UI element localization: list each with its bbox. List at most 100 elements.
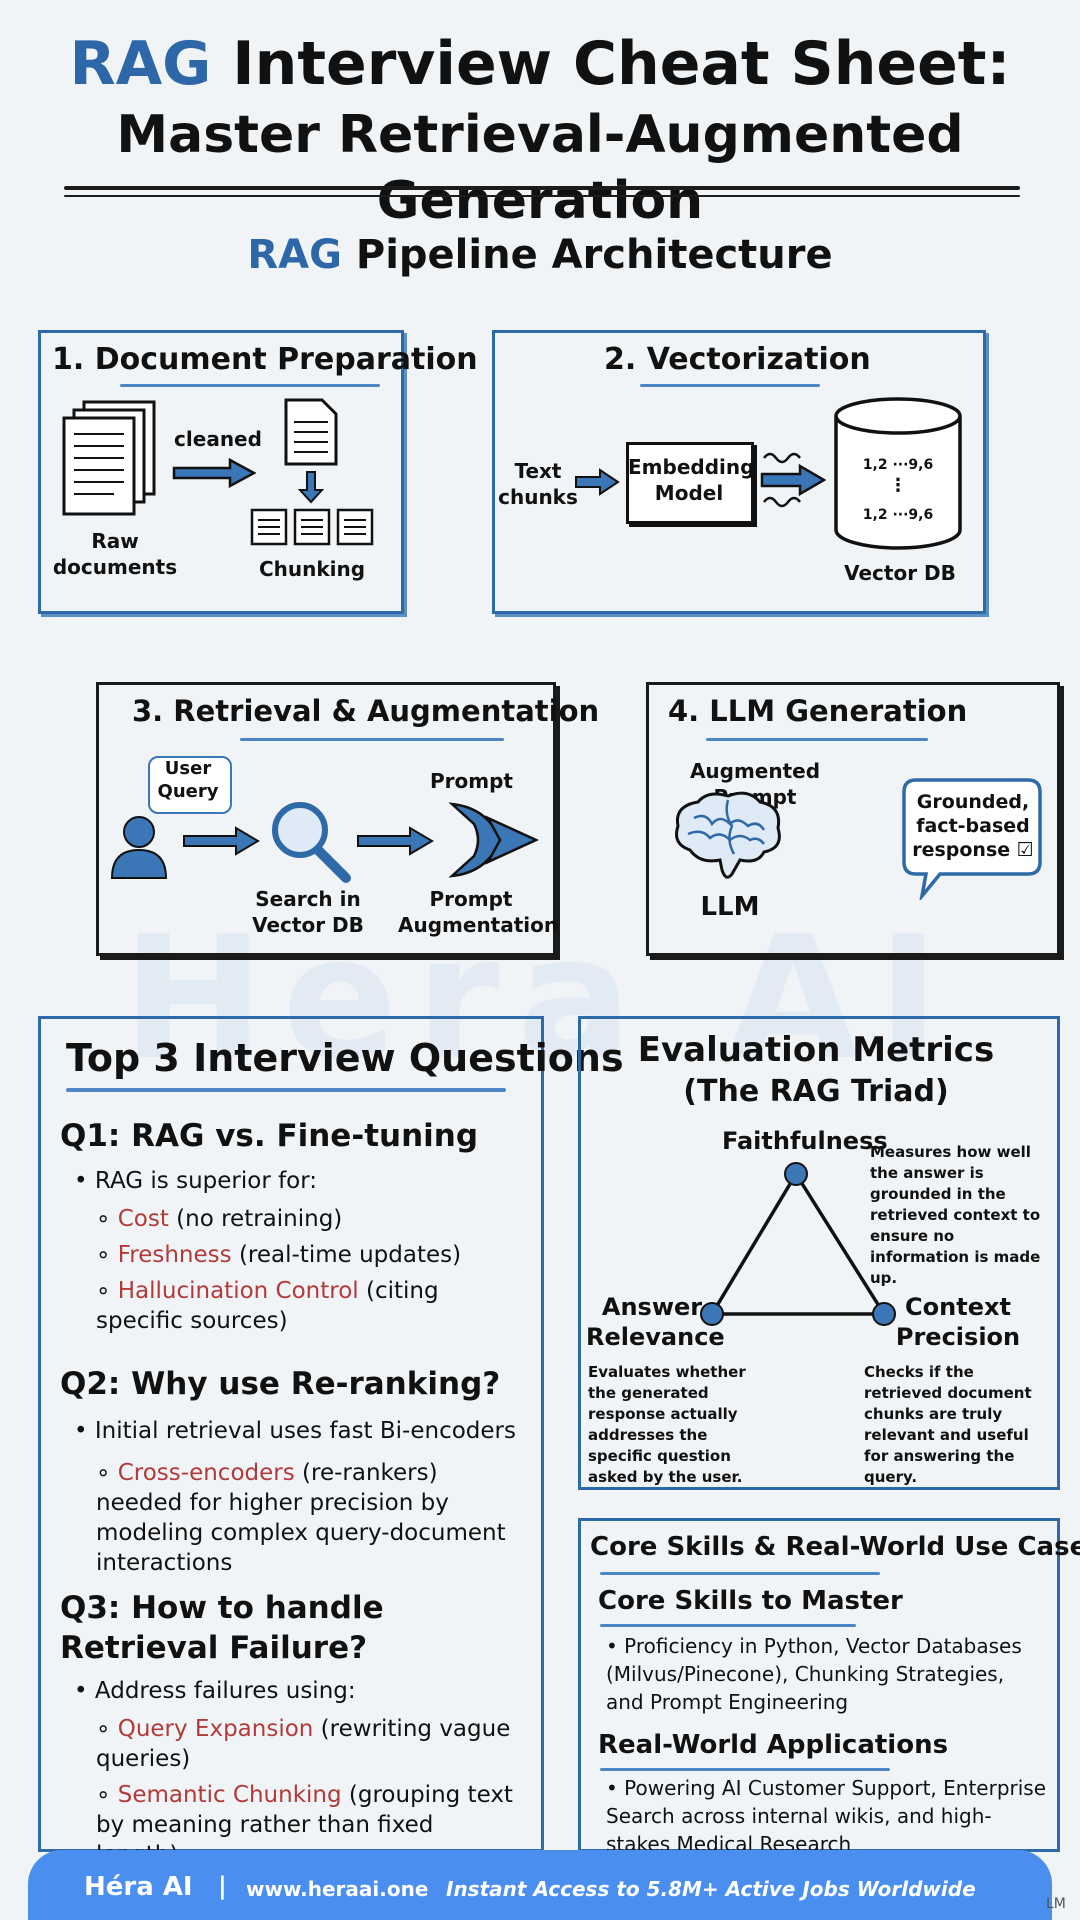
pipeline-heading-text: Pipeline Architecture: [341, 232, 833, 278]
q3-sub-2: ∘ Semantic Chunking (grouping text by me…: [96, 1780, 516, 1870]
raw-documents-label: Raw documents: [52, 529, 178, 579]
q3-bullet-text: Address failures using:: [94, 1678, 356, 1704]
real-world-body: Powering AI Customer Support, Enterprise…: [606, 1776, 1047, 1856]
q1-sub-3-key: Hallucination Control: [117, 1278, 359, 1304]
metrics-title: Evaluation Metrics: [637, 1030, 995, 1070]
q1-sub-3: ∘ Hallucination Control (citing specific…: [96, 1276, 516, 1336]
bullet-dot: •: [606, 1776, 625, 1800]
footer-brand[interactable]: Héra AI: [84, 1872, 193, 1902]
embedding-model-box: [626, 442, 754, 524]
search-icon: [272, 802, 351, 883]
footer-url-link[interactable]: www.heraai.one: [246, 1877, 429, 1901]
real-world-underline: [600, 1768, 890, 1771]
footer-separator: |: [218, 1872, 227, 1900]
questions-title: Top 3 Interview Questions: [66, 1036, 624, 1080]
real-world-text: • Powering AI Customer Support, Enterpri…: [606, 1774, 1046, 1858]
arrow-right-icon: [183, 826, 260, 856]
pipeline-rag-word: RAG: [247, 232, 342, 278]
bullet-dot: •: [74, 1418, 95, 1444]
vector-db-label: Vector DB: [844, 561, 956, 585]
q1-sub-2: ∘ Freshness (real-time updates): [96, 1240, 516, 1270]
core-skills-title: Core Skills to Master: [598, 1586, 903, 1616]
q2-bullet-text: Initial retrieval uses fast Bi-encoders: [94, 1418, 516, 1444]
wave-arrow-icon: [760, 452, 826, 508]
rag-triad-triangle: [700, 1162, 896, 1326]
skills-title: Core Skills & Real-World Use Cases: [590, 1532, 1080, 1562]
q3-title: Q3: How to handle Retrieval Failure?: [60, 1590, 384, 1666]
brain-icon: [675, 791, 781, 879]
step1-underline: [120, 384, 380, 387]
step1-title: 1. Document Preparation: [52, 342, 478, 377]
q1-sub-2-rest: (real-time updates): [231, 1242, 462, 1268]
arrow-down-icon: [298, 471, 324, 504]
circle-bullet: ∘: [96, 1206, 118, 1232]
metrics-subtitle: (The RAG Triad): [683, 1074, 949, 1109]
arrow-right-icon: [357, 826, 434, 856]
circle-bullet: ∘: [96, 1460, 118, 1486]
document-icon: [284, 398, 338, 466]
prompt-augmentation-label: Prompt Augmentation: [398, 887, 559, 937]
questions-underline: [66, 1088, 506, 1092]
q2-bullet: • Initial retrieval uses fast Bi-encoder…: [74, 1416, 516, 1446]
user-icon: [110, 816, 168, 879]
q1-sub-1: ∘ Cost (no retraining): [96, 1204, 516, 1234]
q1-title: Q1: RAG vs. Fine-tuning: [60, 1118, 479, 1154]
search-vector-db-label: Search in Vector DB: [252, 887, 364, 937]
arrow-right-icon: [575, 468, 620, 496]
q3-sub-1-rest: (rewriting vague queries): [96, 1716, 511, 1772]
q1-sub-1-rest: (no retraining): [168, 1206, 343, 1232]
title-line1: Interview Cheat Sheet:: [211, 29, 1011, 99]
q1-sub-3-rest: (citing specific sources): [96, 1278, 439, 1334]
bullet-dot: •: [606, 1634, 625, 1658]
faithfulness-label: Faithfulness: [722, 1127, 888, 1155]
step4-title: 4. LLM Generation: [668, 694, 968, 728]
step4-panel: [646, 682, 1060, 956]
chunks-icon: [250, 508, 374, 546]
circle-bullet: ∘: [96, 1242, 118, 1268]
q2-sub-1: ∘ Cross-encoders (re-rankers) needed for…: [96, 1458, 516, 1578]
grounded-response-label: Grounded, fact-based response ☑: [912, 791, 1034, 861]
core-skills-body: Proficiency in Python, Vector Databases …: [606, 1634, 1022, 1714]
page-title: RAG Interview Cheat Sheet:: [0, 28, 1080, 100]
q2-title: Q2: Why use Re-ranking?: [60, 1366, 501, 1402]
title-divider-2: [64, 195, 1020, 197]
step2-panel: [492, 330, 986, 614]
raw-documents-icon: [62, 400, 156, 516]
step3-panel: [96, 682, 556, 956]
user-query-bubble: [148, 756, 232, 814]
metrics-panel: [578, 1016, 1060, 1490]
vector-db-icon: [834, 397, 962, 550]
corner-mark: LM: [1046, 1896, 1066, 1912]
real-world-title: Real-World Applications: [598, 1730, 949, 1760]
q1-sub-2-key: Freshness: [117, 1242, 232, 1268]
vector-ellipsis: ⋮: [889, 475, 907, 496]
user-query-label: User Query: [157, 758, 219, 802]
q2-sub-1-key: Cross-encoders: [117, 1460, 295, 1486]
page-subtitle: Master Retrieval-Augmented Generation: [116, 105, 964, 231]
circle-bullet: ∘: [96, 1716, 118, 1742]
q3-sub-1-key: Query Expansion: [117, 1716, 314, 1742]
context-precision-desc: Checks if the retrieved document chunks …: [864, 1363, 1032, 1486]
core-skills-underline: [600, 1624, 856, 1627]
step2-underline: [640, 384, 820, 387]
q1-bullet-text: RAG is superior for:: [94, 1168, 318, 1194]
q3-sub-1: ∘ Query Expansion (rewriting vague queri…: [96, 1714, 516, 1774]
q3-sub-2-key: Semantic Chunking: [117, 1782, 342, 1808]
skills-underline: [600, 1572, 880, 1575]
q3-bullet: • Address failures using:: [74, 1676, 356, 1706]
step3-underline: [240, 738, 504, 741]
watermark: Hera AI: [121, 900, 959, 1098]
footer-tagline: Instant Access to 5.8M+ Active Jobs Worl…: [446, 1877, 976, 1901]
title-divider: [64, 186, 1020, 190]
q2-sub-1-rest: (re-rankers) needed for higher precision…: [96, 1460, 506, 1576]
llm-label: LLM: [700, 892, 760, 922]
bullet-dot: •: [74, 1678, 95, 1704]
core-skills-text: • Proficiency in Python, Vector Database…: [606, 1632, 1046, 1716]
pipeline-heading: RAG Pipeline Architecture: [0, 230, 1080, 280]
footer-bar: [28, 1850, 1052, 1920]
speech-bubble-icon: [902, 778, 1042, 900]
arrow-right-icon: [172, 458, 256, 488]
embedding-model-label: Embedding Model: [628, 455, 755, 505]
vector-row-2: 1,2 ···9,6: [862, 507, 934, 523]
prompt-label: Prompt: [430, 769, 513, 793]
